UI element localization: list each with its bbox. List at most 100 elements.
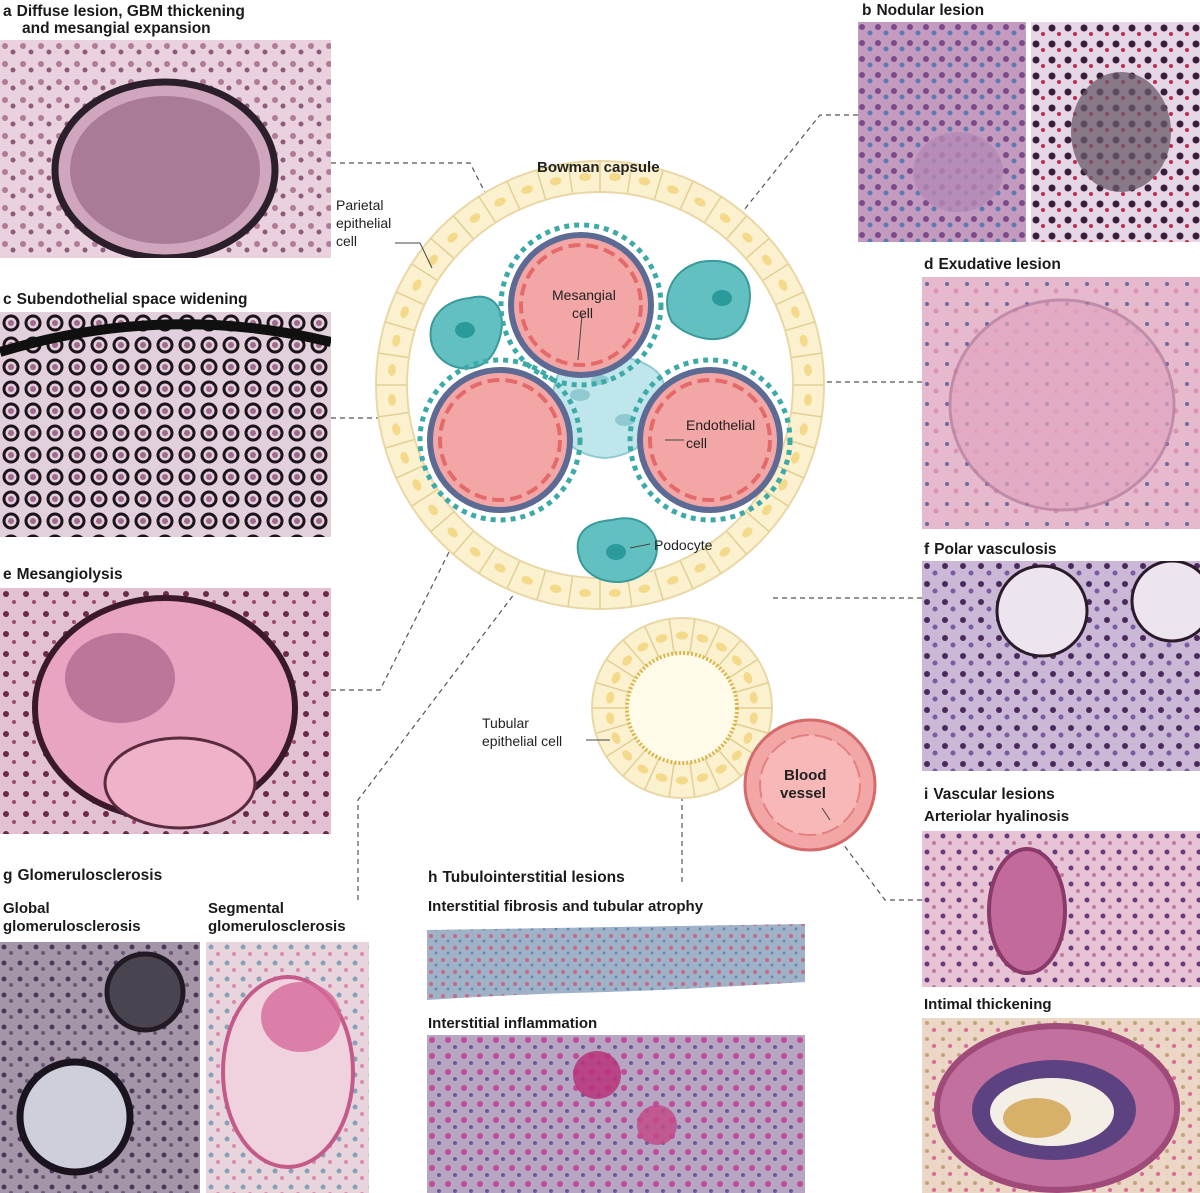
- parietal-cell-nucleus: [447, 232, 458, 243]
- tubular-label-2: epithelial cell: [482, 733, 562, 749]
- panel-f-letter: f: [924, 541, 930, 558]
- tubular-cell-nucleus: [611, 732, 621, 744]
- parietal-label-2: epithelial: [336, 215, 391, 231]
- panel-g-title-text: Glomerulosclerosis: [17, 867, 163, 884]
- parietal-cell-nucleus: [549, 584, 562, 593]
- panel-b-letter: b: [862, 2, 872, 19]
- tubular-cell-nucleus: [606, 712, 615, 725]
- tubular-cell-nucleus: [676, 631, 688, 640]
- parietal-cell-nucleus: [742, 527, 753, 538]
- parietal-cell-nucleus: [494, 563, 506, 573]
- parietal-cell-nucleus: [521, 576, 533, 585]
- parietal-cell-nucleus: [428, 254, 438, 266]
- micrograph-interstitial-inflammation: [427, 1035, 805, 1193]
- micrograph-nodular-lesion-right: [1031, 22, 1200, 242]
- parietal-cell-nucleus: [412, 279, 422, 291]
- parietal-cell-nucleus: [608, 173, 621, 182]
- podocyte-nuclei: [455, 290, 732, 560]
- tubular-cell-nucleus: [676, 776, 688, 785]
- parietal-cell-nucleus: [494, 197, 506, 207]
- micrograph-polar-vasculosis: [922, 561, 1200, 771]
- parietal-cell-nucleus: [388, 393, 397, 406]
- blood-vessel: [743, 718, 877, 852]
- tubular-cell-nucleus: [606, 691, 615, 704]
- micrograph-interstitial-fibrosis: [427, 920, 805, 1006]
- panel-h-title-text: Tubulointerstitial lesions: [442, 869, 625, 886]
- tubular-cell-nucleus: [731, 655, 742, 666]
- parietal-cell-nucleus: [762, 254, 772, 266]
- parietal-cell-nucleus: [392, 334, 401, 347]
- panel-g-left-line2: glomerulosclerosis: [3, 918, 141, 935]
- micrograph-intimal-thickening: [922, 1018, 1200, 1193]
- parietal-label-3: cell: [336, 233, 357, 249]
- tubular-label-1: Tubular: [482, 715, 529, 731]
- parietal-cell-nucleus: [521, 185, 533, 194]
- panel-b-title-text: Nodular lesion: [876, 2, 985, 19]
- parietal-cell-nucleus: [799, 334, 808, 347]
- micrograph-nodular-lesion-left: [858, 22, 1026, 242]
- parietal-cell-nucleus: [791, 306, 800, 318]
- tubule: [591, 617, 773, 799]
- micrograph-subendothelial-widening: [0, 312, 331, 537]
- parietal-label-1: Parietal: [336, 197, 383, 213]
- panel-a-title-line2: and mesangial expansion: [22, 20, 211, 37]
- panel-a-letter: a: [3, 3, 12, 20]
- micrograph-mesangiolysis: [0, 588, 331, 834]
- parietal-cell-nucleus: [803, 393, 812, 406]
- tubular-cell-nucleus: [749, 712, 758, 725]
- tubular-cell-nucleus: [655, 634, 668, 643]
- micrograph-arteriolar-hyalinosis: [922, 831, 1200, 987]
- tubular-cell-nucleus: [743, 672, 753, 684]
- panel-d-title-text: Exudative lesion: [938, 256, 1061, 273]
- tubular-cell-nucleus: [696, 773, 709, 782]
- parietal-cell-nucleus: [412, 479, 422, 491]
- parietal-cell-nucleus: [791, 452, 800, 464]
- panel-c-title-text: Subendothelial space widening: [16, 291, 248, 308]
- panel-i-letter: i: [924, 786, 929, 803]
- parietal-cell-nucleus: [579, 588, 592, 597]
- tubular-cell-nucleus: [622, 655, 633, 666]
- parietal-cell-nucleus: [400, 452, 409, 464]
- parietal-cell-nucleus: [579, 173, 592, 182]
- glomerular-capillaries: [417, 222, 793, 523]
- panel-d-letter: d: [924, 256, 934, 273]
- parietal-cell-nucleus: [719, 213, 731, 223]
- parietal-cell-nucleus: [742, 232, 753, 243]
- tubular-cell-nucleus: [743, 732, 753, 744]
- parietal-cell-nucleus: [428, 504, 438, 516]
- parietal-epithelial-cells: [376, 161, 824, 609]
- endothelial-label-1: Endothelial: [686, 417, 755, 433]
- parietal-cell-nucleus: [694, 197, 706, 207]
- parietal-cell-nucleus: [799, 423, 808, 436]
- endothelial-label-2: cell: [686, 435, 707, 451]
- panel-h-letter: h: [428, 869, 438, 886]
- podocyte-label: Podocyte: [654, 537, 713, 553]
- parietal-cell-nucleus: [694, 563, 706, 573]
- micrograph-diffuse-lesion: [0, 40, 331, 258]
- parietal-cell-nucleus: [400, 306, 409, 318]
- panel-a-title-line1: Diffuse lesion, GBM thickening: [16, 3, 245, 20]
- parietal-cell-nucleus: [778, 279, 788, 291]
- micrograph-exudative-lesion: [922, 277, 1200, 529]
- parietal-cell-nucleus: [608, 588, 621, 597]
- bowman-capsule-label: Bowman capsule: [537, 159, 660, 176]
- tubular-cell-nucleus: [715, 764, 727, 774]
- panel-e-title-text: Mesangiolysis: [16, 566, 123, 583]
- panel-i-title-text: Vascular lesions: [933, 786, 1055, 803]
- parietal-cell-nucleus: [803, 364, 812, 377]
- panel-g-letter: g: [3, 867, 13, 884]
- panel-f-title-text: Polar vasculosis: [934, 541, 1057, 558]
- parietal-cell-nucleus: [638, 584, 651, 593]
- parietal-cell-nucleus: [388, 364, 397, 377]
- parietal-cell-nucleus: [392, 423, 401, 436]
- tubular-cell-nucleus: [715, 642, 727, 652]
